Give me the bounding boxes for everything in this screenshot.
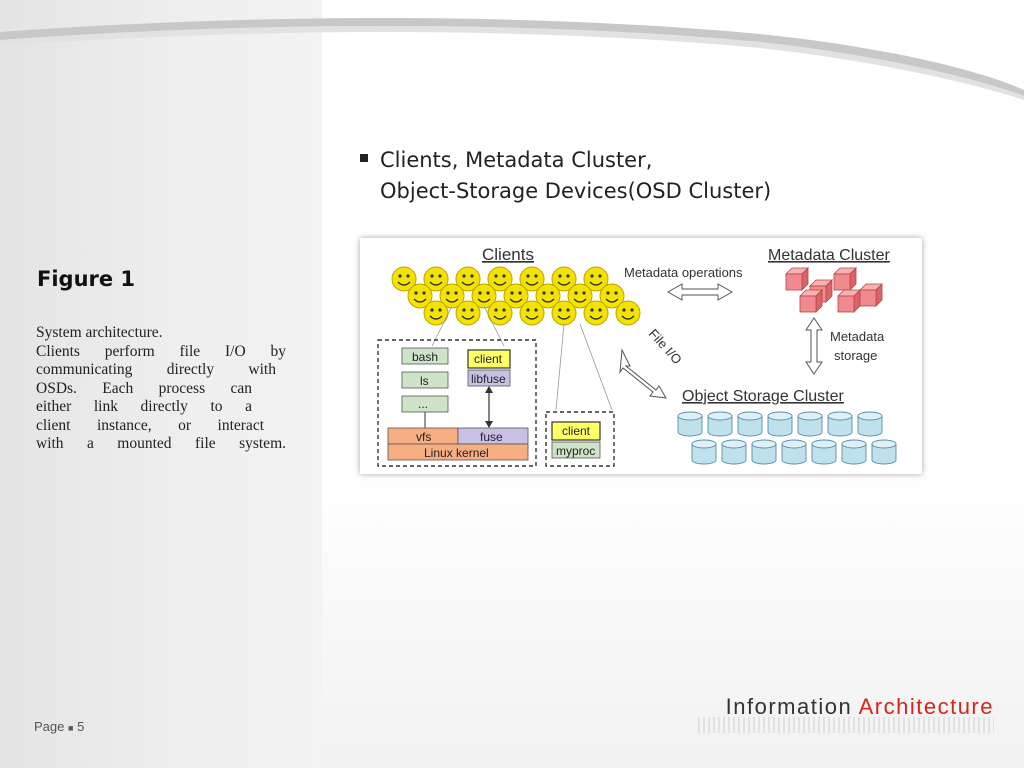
bullet-line-2: Object-Storage Devices(OSD Cluster) xyxy=(380,179,772,203)
linux-kernel-label: Linux kernel xyxy=(424,446,489,460)
client-smileys xyxy=(391,266,641,326)
osd-cylinder-icon xyxy=(827,411,853,437)
caption-line: communicating directly with xyxy=(36,361,276,378)
caption-line: client instance, or interact xyxy=(36,416,264,434)
page-label: Page xyxy=(34,719,65,734)
caption-line: either link directly to a xyxy=(36,398,252,415)
metadata-operations-label: Metadata operations xyxy=(624,265,743,280)
brand-word-2: Architecture xyxy=(858,694,994,719)
osd-cylinder-icon xyxy=(737,411,763,437)
metadata-server-cube-icon xyxy=(837,289,861,313)
brand-word-1: Information xyxy=(725,694,853,719)
file-io-arrow-icon xyxy=(619,348,667,399)
bash-label: bash xyxy=(412,350,438,364)
clients-label: Clients xyxy=(482,245,534,264)
page-number: 5 xyxy=(77,719,85,734)
ellipsis-label: ... xyxy=(418,397,428,411)
host-fuse-box xyxy=(377,339,537,467)
osd-cylinder-icon xyxy=(811,439,837,465)
libfuse-fuse-arrow-icon xyxy=(485,386,493,428)
bullet-point: Clients, Metadata Cluster, Object-Storag… xyxy=(360,145,960,207)
ls-box xyxy=(401,371,449,389)
osd-cylinder-icon xyxy=(751,439,777,465)
bullet-square-icon xyxy=(360,154,368,162)
client2-box xyxy=(551,421,601,441)
caption-line: Clients perform file I/O by xyxy=(36,342,286,360)
metadata-storage-label-line1: Metadata xyxy=(830,329,885,344)
osd-cylinder-icon xyxy=(857,411,883,437)
osd-cylinder-icon xyxy=(841,439,867,465)
libfuse-label: libfuse xyxy=(471,372,506,386)
osd-cylinder-icon xyxy=(797,411,823,437)
osd-cylinder-icon xyxy=(871,439,897,465)
linux-kernel-box xyxy=(387,443,529,461)
brand-reflection xyxy=(698,717,994,733)
architecture-diagram: Clients Metadata operations xyxy=(360,238,922,474)
client-smiley-icon xyxy=(519,300,545,326)
client-box xyxy=(467,349,511,369)
client-smiley-icon xyxy=(551,300,577,326)
caption-line: OSDs. Each process can xyxy=(36,379,252,397)
figure-title: Figure 1 xyxy=(37,267,136,291)
bullet-line-1: Clients, Metadata Cluster, xyxy=(380,148,653,172)
metadata-server-cubes xyxy=(785,267,883,313)
top-swoosh-decoration xyxy=(0,18,1024,100)
client-smiley-icon xyxy=(583,300,609,326)
client-smiley-icon xyxy=(615,300,641,326)
left-panel-background xyxy=(0,0,322,768)
metadata-cluster-label: Metadata Cluster xyxy=(768,247,891,264)
brand-logo: Information Architecture xyxy=(726,694,994,720)
osd-cylinder-icon xyxy=(781,439,807,465)
client-label: client xyxy=(474,352,503,366)
object-storage-cluster-label: Object Storage Cluster xyxy=(682,388,845,405)
metadata-server-cube-icon xyxy=(785,267,809,291)
bash-box xyxy=(401,347,449,365)
myproc-box xyxy=(551,441,601,459)
metadata-operations-arrow-icon xyxy=(666,283,734,301)
ls-label: ls xyxy=(420,374,429,388)
osd-cylinder-icon xyxy=(677,411,703,437)
fuse-label: fuse xyxy=(480,430,503,444)
metadata-server-cube-icon xyxy=(859,283,883,307)
osd-cylinder-icon xyxy=(767,411,793,437)
page-separator-icon: ■ xyxy=(68,723,74,733)
osd-cylinders xyxy=(677,411,897,465)
metadata-storage-arrow-icon xyxy=(805,317,823,375)
diagram-canvas: Clients Metadata operations xyxy=(377,245,897,467)
metadata-server-cube-icon xyxy=(799,289,823,313)
osd-cylinder-icon xyxy=(707,411,733,437)
caption-line: System architecture. xyxy=(36,324,163,341)
page-indicator: Page ■ 5 xyxy=(34,719,84,734)
figure-caption: System architecture. Clients perform fil… xyxy=(36,324,286,454)
osd-cylinder-icon xyxy=(721,439,747,465)
osd-cylinder-icon xyxy=(691,439,717,465)
metadata-storage-label-line2: storage xyxy=(834,348,877,363)
vfs-label: vfs xyxy=(416,430,431,444)
host-linked-client-box xyxy=(545,411,615,467)
client2-label: client xyxy=(562,424,591,438)
myproc-label: myproc xyxy=(556,444,595,458)
background-fade xyxy=(322,470,1024,768)
file-io-label: File I/O xyxy=(646,326,685,367)
metadata-server-cube-icon xyxy=(833,267,857,291)
client-smiley-icon xyxy=(455,300,481,326)
caption-line: with a mounted file system. xyxy=(36,435,286,452)
